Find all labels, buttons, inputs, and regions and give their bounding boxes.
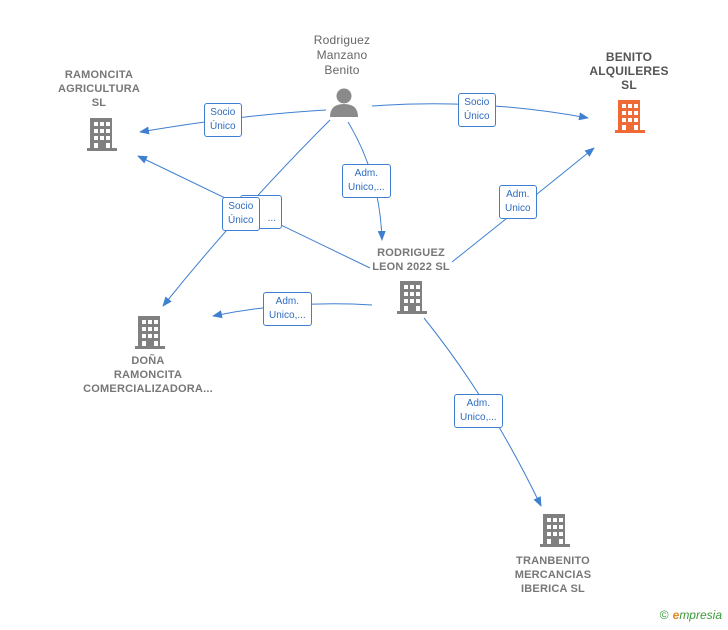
building-icon-benito-focus xyxy=(615,100,645,133)
person-icon xyxy=(330,88,358,117)
label-line: RAMONCITA xyxy=(113,369,183,381)
edge-label-person-dona[interactable]: Socio Único xyxy=(222,197,260,231)
brand-name: mpresia xyxy=(679,608,722,622)
edge-label-line: Adm. xyxy=(354,168,379,179)
label-line: AGRICULTURA xyxy=(57,83,141,95)
node-label-person[interactable]: Rodriguez Manzano Benito xyxy=(296,33,388,78)
building-icon-tranbenito xyxy=(540,514,570,547)
label-line: RAMONCITA xyxy=(64,69,134,81)
edge-label-person-rodriguez[interactable]: Adm. Unico,... xyxy=(342,164,391,198)
edge-label-line: Unico,... xyxy=(460,412,497,423)
label-line: SL xyxy=(621,78,637,92)
node-label-ramoncita-agricultura[interactable]: RAMONCITA AGRICULTURA SL xyxy=(44,68,154,110)
label-line: LEON 2022 SL xyxy=(372,261,450,273)
edge-label-line: Adm. xyxy=(506,189,530,200)
node-label-benito-alquileres[interactable]: BENITO ALQUILERES SL xyxy=(574,50,684,92)
edge-label-line: Único xyxy=(210,121,236,132)
building-icon-rodriguez xyxy=(397,281,427,314)
edge-label-line: Unico,... xyxy=(269,310,306,321)
label-line: Rodriguez xyxy=(313,33,371,47)
copyright-symbol: © xyxy=(659,608,669,622)
label-line: RODRIGUEZ xyxy=(377,247,445,259)
edge-label-line: Socio xyxy=(464,97,490,108)
label-line: IBERICA SL xyxy=(521,583,585,595)
node-label-tranbenito[interactable]: TRANBENITO MERCANCIAS IBERICA SL xyxy=(498,554,608,596)
edge-label-line: Adm. xyxy=(466,398,491,409)
edge-label-line: Unico,... xyxy=(348,182,385,193)
edge-label-line: Socio xyxy=(228,201,254,212)
brand-initial: e xyxy=(672,608,680,622)
building-icon-dona xyxy=(135,316,165,349)
edge-label-line: Adm. xyxy=(275,296,300,307)
edge-label-rodriguez-benito[interactable]: Adm. Unico xyxy=(499,185,537,219)
node-label-dona-ramoncita[interactable]: DOÑA RAMONCITA COMERCIALIZADORA... xyxy=(76,354,220,396)
edge-label-line: Único xyxy=(228,215,254,226)
edge-label-line: Único xyxy=(464,111,490,122)
building-icon-ramoncita xyxy=(87,118,117,151)
label-line: SL xyxy=(91,97,107,109)
label-line: MERCANCIAS xyxy=(514,569,592,581)
label-line: DOÑA xyxy=(131,355,165,367)
edge-label-person-benito[interactable]: Socio Único xyxy=(458,93,496,127)
edge-label-rodriguez-dona[interactable]: Adm. Unico,... xyxy=(263,292,312,326)
label-line: TRANBENITO xyxy=(516,555,590,567)
empresia-logo: ©empresia xyxy=(660,608,722,622)
edge-label-line: Socio xyxy=(210,107,236,118)
label-line: Benito xyxy=(324,63,360,77)
node-label-rodriguez-leon[interactable]: RODRIGUEZ LEON 2022 SL xyxy=(356,246,466,274)
edge-label-line: Unico xyxy=(505,203,531,214)
label-line: BENITO xyxy=(605,50,653,64)
label-line: COMERCIALIZADORA... xyxy=(83,383,213,395)
edge-label-person-ramoncita[interactable]: Socio Único xyxy=(204,103,242,137)
edge-label-line: ... xyxy=(267,213,276,224)
label-line: Manzano xyxy=(316,48,368,62)
edge-label-rodriguez-tranbenito[interactable]: Adm. Unico,... xyxy=(454,394,503,428)
label-line: ALQUILERES xyxy=(589,64,669,78)
